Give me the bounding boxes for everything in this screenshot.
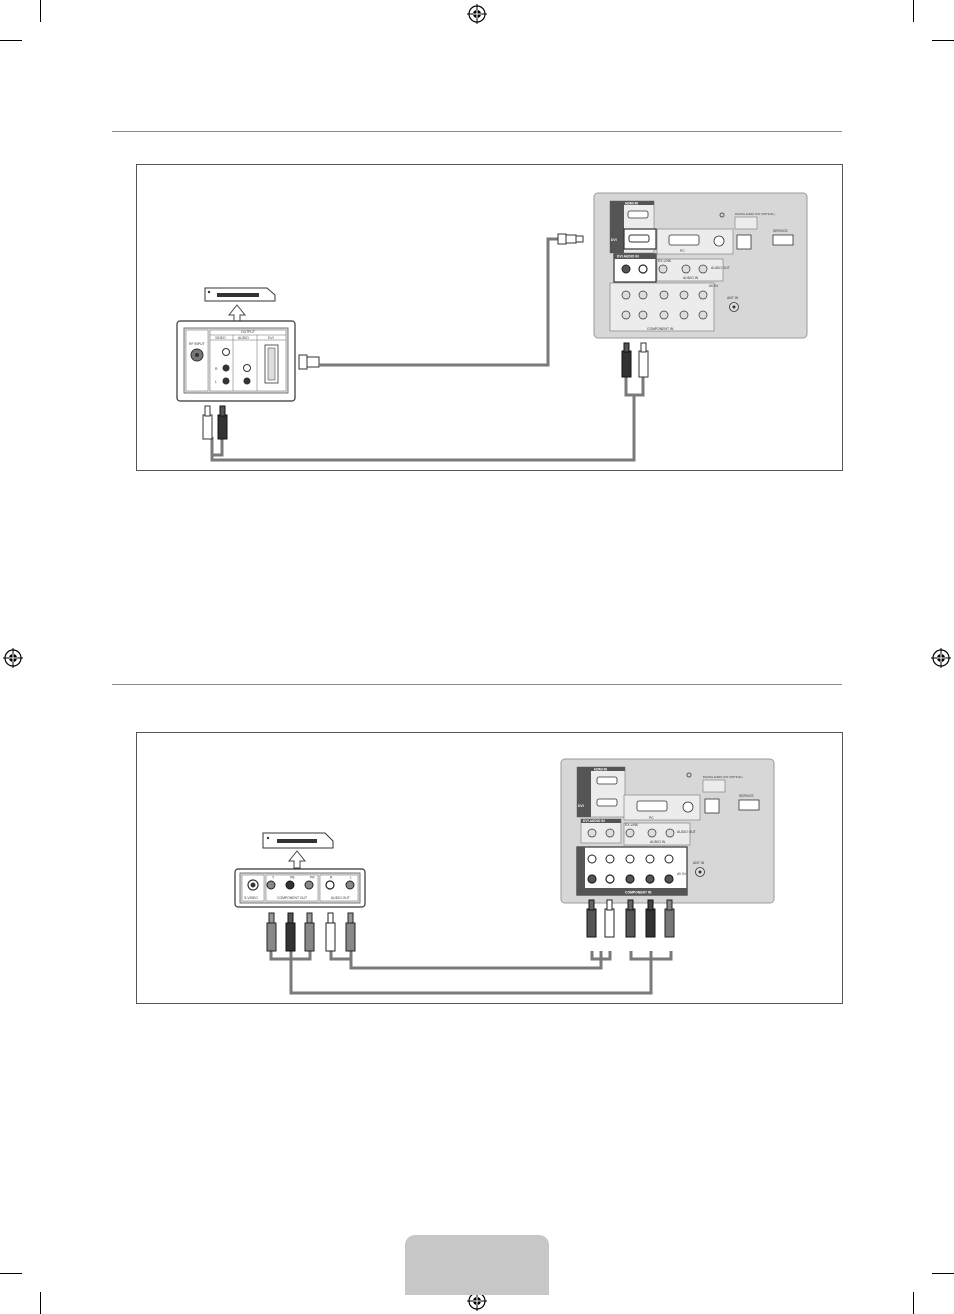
tv1-label-pc: PC [680,249,685,253]
tv2-label-hdmi-in: HDMI IN [594,768,608,772]
tv2-label-pc: PC [649,816,654,820]
tv2-label-audio-out: AUDIO OUT [677,830,696,834]
label-s-video: S-VIDEO [244,896,258,900]
dvd-player-icon [204,287,276,302]
label-l: L [215,380,217,384]
label-pr: PR [310,876,315,880]
section-divider-2 [112,684,842,685]
audio-cable [202,342,649,462]
label-audio: AUDIO [238,336,249,340]
tv2-label-dvi-audio-in: DVI AUDIO IN [583,819,605,823]
label-r: R [215,367,218,371]
registration-mark-right-icon [931,648,951,668]
label-audio-out-source: AUDIO OUT [331,896,350,900]
label-y: Y [272,876,275,880]
label-component-out: COMPONENT OUT [277,896,307,900]
crop-mark-bl-v [40,1292,41,1314]
label-rf-input: RF INPUT [189,342,205,346]
diagram-component-svg: S-VIDEO COMPONENT OUT AUDIO OUT Y PB PR … [234,758,775,995]
tv1-label-dvi-audio-in: DVI AUDIO IN [617,255,639,259]
tv1-label-dvi: DVI [611,238,617,242]
tv1-label-audio-out: AUDIO OUT [711,266,730,270]
tv1-label-av-in: AV IN [709,284,718,288]
label-pb: PB [290,876,295,880]
crop-mark-tr-h [932,40,954,41]
section-divider-1 [112,131,842,132]
tv2-label-component-in: COMPONENT IN [625,891,652,895]
tv2-label-audio-in: AUDIO IN [650,840,666,844]
arrow-up-icon-2 [287,850,307,869]
crop-mark-br-v [913,1292,914,1314]
label-video: VIDEO [215,336,226,340]
crop-mark-br-h [932,1273,954,1274]
crop-mark-tl-h [0,40,22,41]
tv1-label-digital-audio-out: DIGITAL AUDIO OUT (OPTICAL) [735,212,775,216]
registration-mark-top-icon [467,4,487,24]
crop-mark-bl-h [0,1273,22,1274]
page-number-tab [405,1235,549,1295]
component-cables [266,899,675,995]
tv1-label-ant-in: ANT IN [727,296,739,300]
source-back-panel [176,320,296,402]
label-l-2: L [350,876,352,880]
tv2-label-service: SERVICE [739,794,755,798]
tv2-label-av-in: AV IN [677,872,686,876]
tv2-label-ex-link: EX-LINK [625,823,639,827]
tv1-label-audio-in: AUDIO IN [683,276,699,280]
connection-diagram-component: S-VIDEO COMPONENT OUT AUDIO OUT Y PB PR … [136,732,843,1004]
tv2-label-dvi: DVI [578,804,584,808]
connection-diagram-dvi: RF INPUT OUTPUT VIDEO AUDIO DVI R L [136,164,843,471]
tv1-label-ex-link: EX-LINK [658,259,672,263]
tv-back-panel-2 [560,758,775,904]
dvi-hdmi-cable [298,233,584,370]
tv1-label-hdmi-in: HDMI IN [625,202,639,206]
dvd-player-icon-2 [262,832,334,849]
diagram-dvi-svg: RF INPUT OUTPUT VIDEO AUDIO DVI R L [176,192,808,462]
crop-mark-tl-v [40,0,41,22]
tv1-label-component-in: COMPONENT IN [647,327,674,331]
tv2-label-digital-audio-out: DIGITAL AUDIO OUT (OPTICAL) [703,775,743,779]
tv2-label-ant-in: ANT IN [693,861,705,865]
label-output: OUTPUT [241,330,255,334]
registration-mark-left-icon [3,648,23,668]
label-dvi-source: DVI [268,336,274,340]
crop-mark-tr-v [913,0,914,22]
arrow-up-icon [227,304,247,322]
tv-back-panel [593,192,808,339]
source-back-panel-2 [234,868,366,908]
tv1-label-service: SERVICE [773,229,789,233]
label-r-2: R [330,876,333,880]
